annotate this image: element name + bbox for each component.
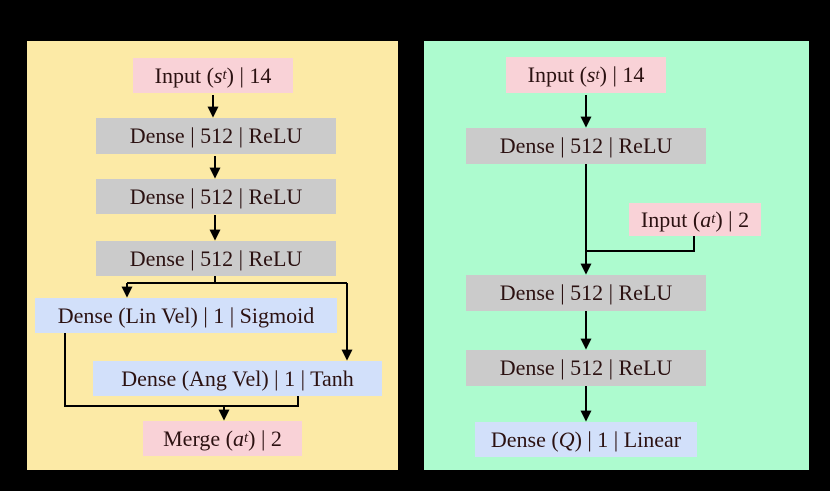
label-segment: Input ( [640,206,701,232]
critic-q-output-box: Dense (Q) | 1 | Linear [475,422,697,457]
label-segment: a [232,425,244,451]
label-segment: Dense | 512 | ReLU [499,355,673,380]
actor-angvel-box: Dense (Ang Vel) | 1 | Tanh [93,361,382,396]
label-segment: Dense | 512 | ReLU [499,280,673,305]
label-segment: Input ( [154,62,214,88]
label-segment: Dense | 512 | ReLU [129,245,303,271]
label-segment: t [711,211,716,228]
label-segment: t [243,430,249,447]
label-segment: s [586,62,596,87]
critic-dense1-box: Dense | 512 | ReLU [466,128,706,164]
label-segment: Merge ( [163,425,233,451]
actor-dense1-box: Dense | 512 | ReLU [96,118,336,154]
label-segment: Dense ( [490,426,559,452]
actor-merge-collector [64,333,299,407]
label-segment: Q [558,426,575,452]
label-segment: t [222,67,227,84]
actor-dense3-box: Dense | 512 | ReLU [96,241,336,276]
label-segment: ) | 2 [715,206,750,232]
label-segment: t [595,66,600,83]
label-segment: ) | 1 | Linear [574,426,682,452]
critic-panel [424,41,809,470]
label-segment: a [700,206,712,232]
label-segment: ) | 14 [599,62,645,87]
label-segment: ) | 2 [248,425,282,451]
label-segment: s [213,62,223,88]
actor-linvel-box: Dense (Lin Vel) | 1 | Sigmoid [35,298,337,333]
critic-action-connector [586,236,695,252]
label-segment: Dense | 512 | ReLU [129,123,303,148]
critic-dense2-box: Dense | 512 | ReLU [466,275,706,311]
label-segment: Dense (Ang Vel) | 1 | Tanh [121,365,354,391]
label-segment: Dense | 512 | ReLU [129,183,303,209]
critic-dense3-box: Dense | 512 | ReLU [466,350,706,386]
label-segment: ) | 14 [226,62,272,88]
label-segment: Dense (Lin Vel) | 1 | Sigmoid [57,302,315,328]
label-segment: Dense | 512 | ReLU [499,133,673,158]
actor-dense2-box: Dense | 512 | ReLU [96,179,336,214]
label-segment: Input ( [527,62,587,87]
